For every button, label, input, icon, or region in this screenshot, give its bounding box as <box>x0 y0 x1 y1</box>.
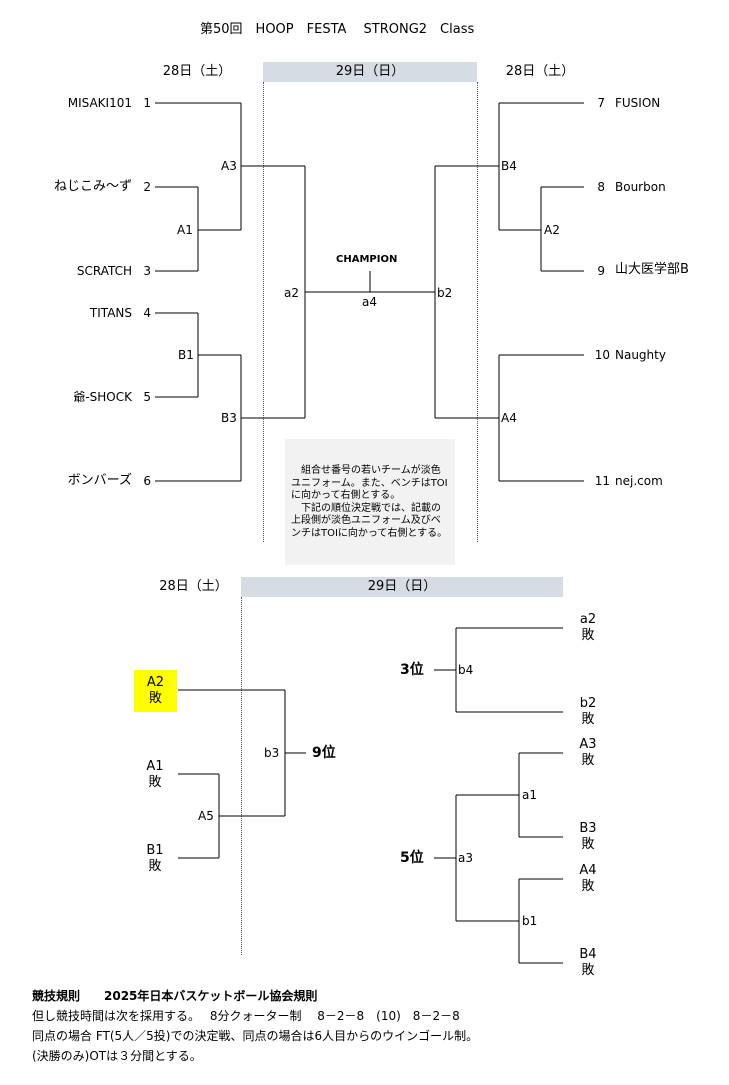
entry-a4-loser: A4 敗 <box>573 863 603 895</box>
day-separator-right <box>477 82 478 542</box>
team-number: 10 <box>594 348 610 362</box>
team-name: ねじこみ〜ず <box>53 179 132 194</box>
game-label-sa1: a1 <box>522 788 537 802</box>
entry-lose: 敗 <box>148 775 162 790</box>
game-label-a5: A5 <box>198 809 214 823</box>
note-paragraph: 下記の順位決定戦では、記載の上段側が淡色ユニフォーム及びベンチはTOIに向かって… <box>291 502 448 539</box>
game-label-b1: B1 <box>178 348 194 362</box>
team-name: ボンバーズ <box>67 473 132 488</box>
entry-lose: 敗 <box>581 963 595 978</box>
rank-ninth: 9位 <box>312 745 336 761</box>
game-label-sb4: b4 <box>458 663 474 677</box>
rank-fifth: 5位 <box>400 850 424 866</box>
team-name: Naughty <box>615 348 666 362</box>
day-header-sat-right: 28日（土） <box>505 64 575 79</box>
team-name: Bourbon <box>615 180 666 194</box>
rules-heading: 競技規則 2025年日本バスケットボール協会規則 <box>32 989 318 1003</box>
team-number: 5 <box>143 390 151 404</box>
game-label-b3: B3 <box>221 411 237 425</box>
entry-a1-loser: A1 敗 <box>140 759 170 791</box>
entry-sb2-loser: b2 敗 <box>573 696 603 728</box>
entry-game: B1 <box>146 843 164 858</box>
game-label-a4: A4 <box>501 411 517 425</box>
game-label-sb2: b2 <box>437 286 453 300</box>
rank-third: 3位 <box>400 662 424 678</box>
team-number: 9 <box>597 264 605 278</box>
game-label-a1: A1 <box>177 223 193 237</box>
game-label-b4: B4 <box>501 159 517 173</box>
entry-game: B4 <box>579 947 597 962</box>
game-label-sb3: b3 <box>264 746 280 760</box>
team-name: 爺-SHOCK <box>73 390 132 404</box>
team-number: 6 <box>143 474 151 488</box>
team-name: TITANS <box>89 306 132 320</box>
entry-sa2-loser: a2 敗 <box>573 612 603 644</box>
team-name: FUSION <box>615 96 661 110</box>
team-number: 1 <box>143 96 151 110</box>
team-number: 4 <box>143 306 151 320</box>
entry-game: A3 <box>579 737 597 752</box>
entry-lose: 敗 <box>581 837 595 852</box>
game-label-sb1: b1 <box>522 914 538 928</box>
note-box: 組合せ番号の若いチームが淡色ユニフォーム。また、ベンチはTOIに向かって右側とす… <box>285 439 455 565</box>
entry-lose: 敗 <box>581 628 595 643</box>
entry-game: A1 <box>146 759 164 774</box>
entry-b1-loser: B1 敗 <box>140 843 170 875</box>
team-number: 8 <box>597 180 605 194</box>
entry-b4-loser: B4 敗 <box>573 947 603 979</box>
game-label-sa2: a2 <box>284 286 299 300</box>
day-header-sat-bottom: 28日（土） <box>159 579 228 594</box>
game-label-sa3: a3 <box>458 851 473 865</box>
game-label-a2: A2 <box>544 223 560 237</box>
day-separator-left <box>263 82 264 542</box>
entry-lose: 敗 <box>581 753 595 768</box>
entry-lose: 敗 <box>581 712 595 727</box>
day-separator-bottom <box>241 597 242 955</box>
team-name: 山大医学部B <box>615 262 689 277</box>
rules-line: 但し競技時間は次を採用する。 8分クォーター制 8－2－8 (10) 8－2－8 <box>32 1009 460 1023</box>
day-header-sat-left: 28日（土） <box>162 64 232 79</box>
entry-lose: 敗 <box>581 879 595 894</box>
note-paragraph: 組合せ番号の若いチームが淡色ユニフォーム。また、ベンチはTOIに向かって右側とす… <box>291 465 448 501</box>
team-name: SCRATCH <box>76 264 132 278</box>
team-number: 11 <box>594 474 610 488</box>
day-header-sun-top: 29日（日） <box>263 62 477 82</box>
page-title: 第50回 HOOP FESTA STRONG2 Class <box>200 22 475 37</box>
day-header-sun-bottom: 29日（日） <box>241 577 563 597</box>
rules-line: 同点の場合 FT(5人／5投)での決定戦、同点の場合は6人目からのウインゴール制… <box>32 1029 479 1043</box>
team-number: 7 <box>597 96 605 110</box>
rules-line: (決勝のみ)OTは３分間とする。 <box>32 1049 202 1063</box>
entry-game: b2 <box>579 696 597 711</box>
entry-game: A4 <box>579 863 597 878</box>
entry-a3-loser: A3 敗 <box>573 737 603 769</box>
team-name: nej.com <box>615 474 663 488</box>
entry-lose: 敗 <box>148 691 162 706</box>
entry-game: A2 <box>146 675 165 690</box>
team-number: 3 <box>143 264 151 278</box>
game-label-sa4: a4 <box>362 295 377 309</box>
entry-a2-loser: A2 敗 <box>134 670 177 712</box>
champion-label: CHAMPION <box>336 254 398 265</box>
team-name: MISAKI101 <box>67 96 132 110</box>
entry-game: B3 <box>579 821 597 836</box>
game-label-a3: A3 <box>221 159 237 173</box>
entry-lose: 敗 <box>148 859 162 874</box>
team-number: 2 <box>143 180 151 194</box>
entry-game: a2 <box>579 612 597 627</box>
entry-b3-loser: B3 敗 <box>573 821 603 853</box>
